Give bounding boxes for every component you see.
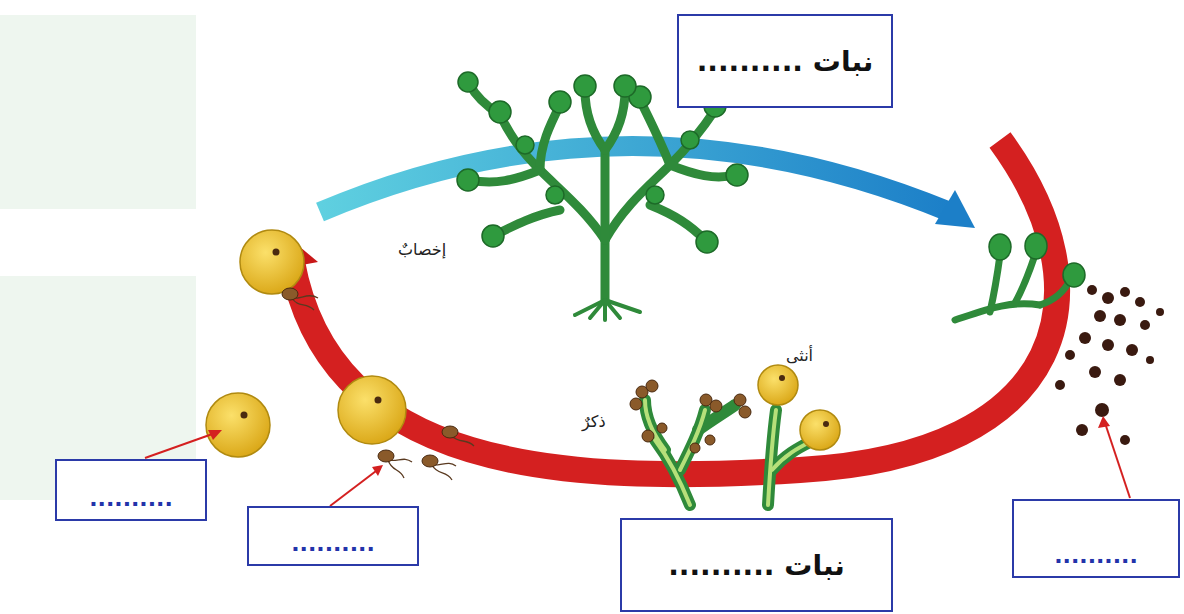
antheridia [630, 380, 751, 453]
background-panel [0, 15, 196, 209]
part-label: ذكرٌ [582, 412, 606, 431]
oogonia [758, 365, 840, 450]
leader-arrow-head [208, 416, 1110, 476]
cycle-arrow [292, 140, 1057, 474]
answer-box: نبات .......... [677, 14, 893, 108]
sperm-tails [292, 296, 474, 480]
part-label: إخصابٌ [398, 240, 446, 259]
answer-box: نبات .......... [620, 518, 893, 612]
plant-roots [575, 300, 640, 320]
arrow-head [935, 190, 975, 228]
spores [1055, 285, 1164, 445]
part-label: أنثى [786, 346, 813, 365]
leader-line [145, 420, 1130, 506]
spore-plant [955, 255, 1070, 320]
answer-box: .......... [247, 506, 419, 566]
box-text: نبات .......... [697, 45, 874, 78]
sporangia [989, 233, 1085, 287]
egg-cells [206, 230, 406, 457]
gametophyte-core [645, 400, 705, 505]
box-text: .......... [89, 486, 173, 511]
box-text: .......... [291, 531, 375, 556]
sperm-cells [282, 288, 458, 467]
sporophyte-plant [470, 80, 740, 300]
answer-box: .......... [55, 459, 207, 521]
male-gametophyte [645, 400, 735, 505]
answer-box: .......... [1012, 499, 1180, 578]
box-text: نبات .......... [668, 549, 845, 582]
box-text: .......... [1054, 543, 1138, 568]
